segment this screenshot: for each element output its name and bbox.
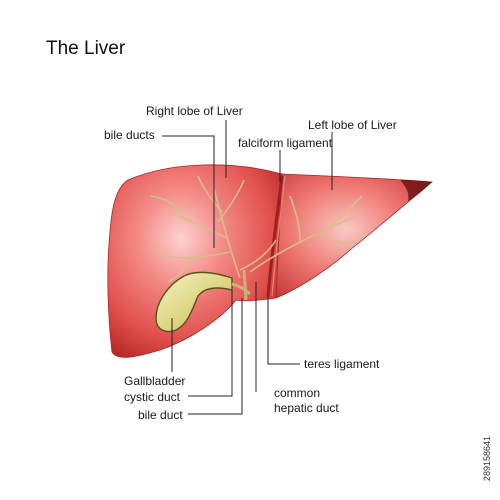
left-lobe-label: Left lobe of Liver	[308, 118, 397, 132]
common-hepatic-duct-label-line1: common	[274, 386, 321, 400]
stock-id-text: 289158641	[482, 436, 492, 482]
cystic-duct-shape	[231, 282, 252, 296]
falciform-ligament-shape	[266, 175, 284, 297]
left-lobe-shape	[275, 173, 434, 299]
bile-duct-label: bile duct	[138, 408, 183, 422]
common-hepatic-duct-label-line2: hepatic duct	[274, 401, 339, 415]
bile-ducts-label: bile ducts	[104, 128, 155, 142]
gallbladder-shape	[155, 271, 233, 333]
bile-duct-branches	[149, 175, 363, 283]
right-lobe-label: Right lobe of Liver	[146, 104, 243, 118]
gallbladder-label: Gallbladder	[124, 374, 186, 388]
leader-lines	[162, 120, 333, 415]
teres-ligament-label: teres ligament	[304, 357, 380, 371]
common-bile-duct-shape	[242, 269, 248, 301]
right-lobe-shape	[107, 164, 283, 358]
left-lobe-tip	[400, 180, 432, 202]
cystic-duct-label: cystic duct	[124, 390, 181, 404]
falciform-ligament-label: falciform ligament	[238, 136, 333, 150]
page-title: The Liver	[46, 38, 126, 59]
